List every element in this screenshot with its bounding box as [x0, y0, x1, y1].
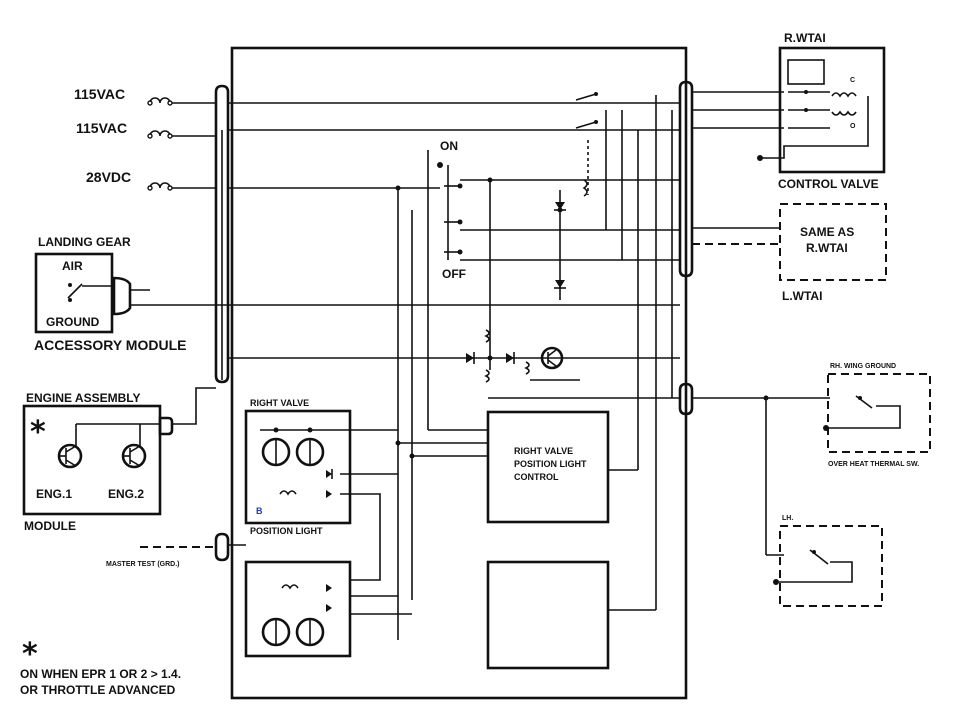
- control-valve-label: CONTROL VALVE: [778, 177, 879, 191]
- l-wtai-title: L.WTAI: [782, 289, 822, 303]
- on-off-switch: ON OFF: [437, 139, 680, 281]
- r-wtai-o: O: [850, 123, 856, 130]
- engine-assembly-title: ENGINE ASSEMBLY: [26, 391, 140, 405]
- right-valve-position-light: POSITION LIGHT: [250, 526, 323, 536]
- switch-on-label: ON: [440, 139, 458, 153]
- right-valve-box: RIGHT VALVE B POSITION LIGHT: [244, 398, 398, 581]
- power-source-115vac-2: 115VAC: [76, 120, 216, 139]
- eng1-transistor-icon: [57, 443, 83, 469]
- switch-off-label: OFF: [442, 267, 466, 281]
- left-connector: [214, 84, 680, 384]
- right-valve-title: RIGHT VALVE: [250, 398, 309, 408]
- landing-gear-air: AIR: [62, 259, 83, 273]
- l-wtai-same-as: SAME AS: [800, 225, 854, 239]
- source-label-115vac-1: 115VAC: [74, 86, 125, 102]
- rh-wing-ground-label: RH. WING GROUND: [830, 363, 896, 370]
- footnote-line2: OR THROTTLE ADVANCED: [20, 683, 176, 697]
- thermal-switch-label: OVER HEAT THERMAL SW.: [828, 461, 919, 468]
- power-source-28vdc: 28VDC: [86, 169, 216, 191]
- engine-star-marker: *: [30, 415, 46, 450]
- internal-wiring: [228, 95, 680, 640]
- control-box-line3: CONTROL: [514, 472, 559, 482]
- lower-control-box: [486, 560, 610, 670]
- landing-gear-title: LANDING GEAR: [38, 235, 131, 249]
- source-label-115vac-2: 115VAC: [76, 120, 127, 136]
- lh-wing-thermal-switch: LH.: [773, 515, 883, 607]
- r-wtai-control-valve: R.WTAI C O CONTROL VALVE: [757, 31, 886, 191]
- master-test-input: MASTER TEST (GRD.): [106, 532, 230, 568]
- relay-contacts: [575, 92, 598, 197]
- eng2-transistor-icon: [121, 443, 147, 469]
- l-wtai-same-as-ref: R.WTAI: [806, 241, 848, 255]
- power-source-115vac-1: 115VAC: [74, 86, 216, 106]
- engine-assembly: ENGINE ASSEMBLY * ENG.1 ENG.2 MODULE: [22, 387, 216, 533]
- footnote-star: *: [22, 637, 38, 672]
- footnote: * ON WHEN EPR 1 OR 2 > 1.4. OR THROTTLE …: [20, 637, 181, 697]
- r-wtai-c: C: [850, 77, 855, 84]
- control-box-line1: RIGHT VALVE: [514, 446, 573, 456]
- position-light-control-box: RIGHT VALVE POSITION LIGHT CONTROL: [486, 410, 610, 524]
- right-valve-b-marker: B: [256, 506, 263, 516]
- landing-gear-module: LANDING GEAR AIR GROUND ACCESSORY MODULE: [34, 235, 680, 353]
- left-valve-box: [228, 544, 412, 658]
- diode-lamp-circuit: [466, 202, 580, 383]
- lh-wing-label: LH.: [782, 515, 793, 522]
- r-wtai-title: R.WTAI: [784, 31, 826, 45]
- control-box-line2: POSITION LIGHT: [514, 459, 587, 469]
- engine-module-label: MODULE: [24, 519, 76, 533]
- main-panel-frame: [230, 46, 688, 700]
- right-connector: [678, 80, 830, 556]
- accessory-module-label: ACCESSORY MODULE: [34, 337, 186, 353]
- footnote-line1: ON WHEN EPR 1 OR 2 > 1.4.: [20, 667, 181, 681]
- landing-gear-ground: GROUND: [46, 315, 100, 329]
- master-test-label: MASTER TEST (GRD.): [106, 561, 180, 568]
- eng1-label: ENG.1: [36, 487, 72, 501]
- rh-wing-thermal-switch: RH. WING GROUND OVER HEAT THERMAL SW.: [823, 363, 931, 468]
- source-label-28vdc: 28VDC: [86, 169, 131, 185]
- l-wtai-box: SAME AS R.WTAI L.WTAI: [779, 203, 887, 303]
- eng2-label: ENG.2: [108, 487, 144, 501]
